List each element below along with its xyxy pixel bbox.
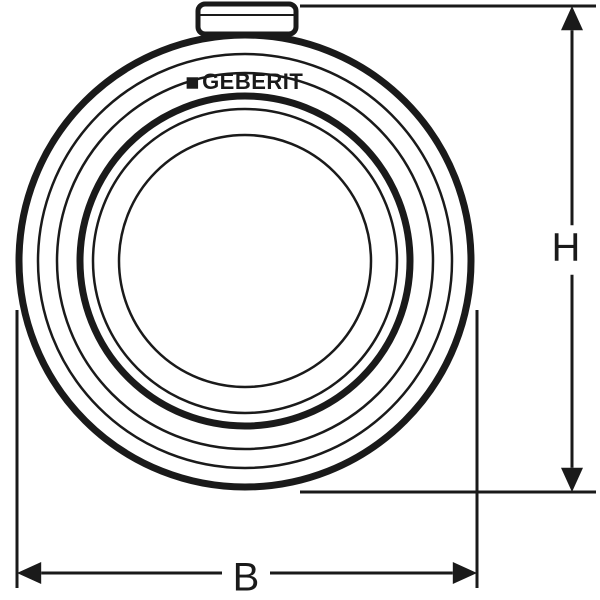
width-dimension-label: B [233,556,260,600]
ring-inner-ring-outer [76,92,414,430]
flush-plate-body [15,1,475,491]
ring-outer-rim [15,31,475,491]
geberit-logo-text: GEBERIT [202,69,303,94]
width-dimension: B [17,556,477,600]
geberit-logo: GEBERIT [186,69,303,94]
ring-mid-ring [55,71,435,451]
extension-lines [15,4,596,588]
logo-square-mark-icon [186,77,199,89]
concentric-rings [15,31,475,491]
ring-button-face [117,133,373,389]
top-clip-tab-outline [195,1,299,37]
width-arrow-left-icon [17,562,42,584]
width-arrow-right-icon [452,562,477,584]
ring-inner-ring-inner [91,107,399,415]
top-clip-tab [195,1,299,37]
height-arrow-up-icon [561,6,583,31]
ring-rim-inner-edge [36,52,454,470]
height-dimension: H [552,6,583,492]
height-dimension-label: H [552,226,581,270]
height-arrow-down-icon [561,467,583,492]
